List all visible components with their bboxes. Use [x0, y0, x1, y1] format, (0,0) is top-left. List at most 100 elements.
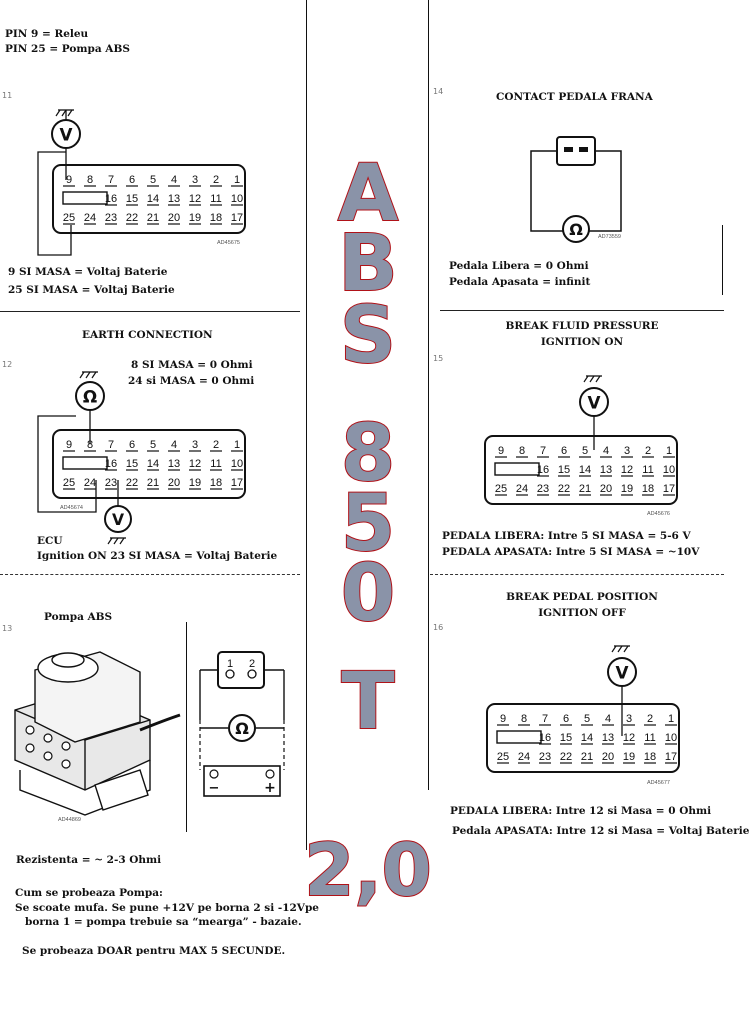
d16-pin-8: 8	[521, 713, 527, 725]
d16-pin-9: 9	[500, 713, 506, 725]
pump-test-warning: Se probeaza DOAR pentru MAX 5 SECUNDE.	[22, 945, 286, 957]
d12-wire	[37, 415, 97, 513]
d12-pin-11: 11	[210, 458, 221, 470]
d11-pin-12: 12	[189, 193, 201, 205]
d16-pin-19: 19	[623, 751, 635, 763]
ecu-label: ECU	[37, 535, 63, 547]
d12-ground-stroke	[107, 537, 113, 545]
ohm-symbol: Ω	[569, 220, 583, 239]
d11-pin-2: 2	[213, 174, 219, 186]
d12-connector-body	[52, 429, 246, 499]
d12-pin-24: 24	[84, 477, 96, 489]
right-separator-2	[430, 574, 724, 575]
d11-pin-19: 19	[189, 212, 201, 224]
d16-pin-2: 2	[647, 713, 653, 725]
d15-meter-symbol: V	[588, 392, 601, 412]
d12-meter-icon	[104, 505, 132, 533]
d12-pin-17: 17	[231, 477, 243, 489]
diagram-number-11: 11	[2, 91, 13, 100]
d11-pin-14: 14	[147, 193, 159, 205]
d11-pin-6: 6	[129, 174, 135, 186]
d12-pin-12: 12	[189, 458, 201, 470]
d16-meter-symbol: V	[616, 662, 629, 682]
pump-test-circuit: 1 2 Ω − +	[199, 651, 285, 797]
d11-ground-stroke	[61, 109, 67, 117]
pedal-position-heading-2: IGNITION OFF	[538, 607, 626, 619]
d11-pin-13: 13	[168, 193, 180, 205]
pump-connector-socket	[94, 769, 149, 811]
brake-switch-diagram: Ω	[530, 136, 622, 243]
d15-pin-10: 10	[663, 464, 675, 476]
banner-letter-b: B	[338, 219, 397, 309]
diagram-number-14: 14	[433, 87, 444, 96]
left-separator-1	[0, 311, 300, 312]
d15-pin-8: 8	[519, 445, 525, 457]
d11-pin-3: 3	[192, 174, 198, 186]
pump-plug-pin-2: 2	[249, 658, 255, 670]
d16-pin-16: 16	[539, 732, 551, 744]
d16-ground-stroke	[623, 645, 629, 653]
diagram-number-13: 13	[2, 624, 13, 633]
d12-ground-stroke	[85, 371, 91, 379]
d15-pin-18: 18	[642, 483, 654, 495]
right-column-divider	[428, 0, 429, 790]
d15-pin-16: 16	[537, 464, 549, 476]
diagram-code-11: AD45675	[217, 240, 240, 246]
d11-pin-21: 21	[147, 212, 159, 224]
d16-pin-14: 14	[581, 732, 593, 744]
d12-pin-16: 16	[105, 458, 117, 470]
d11-pin-23: 23	[105, 212, 117, 224]
d15-pin-15: 15	[558, 464, 570, 476]
d16-pin-21: 21	[581, 751, 593, 763]
d11-ground-stroke	[55, 109, 61, 117]
d15-pin-12: 12	[621, 464, 633, 476]
d16-pin-11: 11	[644, 732, 655, 744]
d12-pin-14: 14	[147, 458, 159, 470]
pump-test-title: Cum se probeaza Pompa:	[15, 887, 163, 899]
d11-pin-16: 16	[105, 193, 117, 205]
d11-pin-22: 22	[126, 212, 138, 224]
d11-pin-17: 17	[231, 212, 243, 224]
right-edge-line	[722, 225, 723, 295]
battery-plus: +	[264, 780, 276, 796]
d16-pin-4: 4	[605, 713, 611, 725]
diagram-code-16: AD45677	[647, 780, 670, 786]
d12-pin-5: 5	[150, 439, 156, 451]
right-separator-1	[440, 310, 724, 311]
d16-ground-stroke	[611, 645, 617, 653]
brake-contact-pressed: Pedala Apasata = infinit	[449, 276, 591, 288]
d11-pin-4: 4	[171, 174, 177, 186]
diagram-number-15: 15	[433, 354, 444, 363]
d12-pin-8: 8	[87, 439, 93, 451]
d16-pin-20: 20	[602, 751, 614, 763]
d16-pin-12: 12	[623, 732, 635, 744]
d11-pin-10: 10	[231, 193, 243, 205]
diagram-code-14: AD73559	[598, 234, 621, 240]
d12-pin-21: 21	[147, 477, 159, 489]
pin-24-note: 24 si MASA = 0 Ohmi	[128, 375, 255, 387]
d12-pin-1: 1	[234, 439, 240, 451]
d11-wire	[37, 151, 72, 256]
d16-pin-5: 5	[584, 713, 590, 725]
abs-banner: A B S 8 5 0 T 2,0	[303, 148, 433, 913]
pin-9-result: 9 SI MASA = Voltaj Baterie	[8, 266, 168, 278]
d15-pin-4: 4	[603, 445, 609, 457]
d15-connector-key	[494, 462, 540, 476]
d11-ground-stroke	[67, 109, 73, 117]
d16-pin-3: 3	[626, 713, 632, 725]
pin-25-result: 25 SI MASA = Voltaj Baterie	[8, 284, 175, 296]
d16-pin-10: 10	[665, 732, 677, 744]
d15-pin-9: 9	[498, 445, 504, 457]
d12-connector-key	[62, 456, 108, 470]
pump-plug-pin-1: 1	[227, 658, 233, 670]
pin-23-result: Ignition ON 23 SI MASA = Voltaj Baterie	[37, 550, 278, 562]
banner-digit-0: 0	[341, 549, 395, 639]
pump-heading: Pompa ABS	[44, 611, 113, 623]
d11-pin-18: 18	[210, 212, 222, 224]
pump-resistance: Rezistenta = ~ 2-3 Ohmi	[16, 854, 162, 866]
d15-pin-22: 22	[558, 483, 570, 495]
d12-pin-19: 19	[189, 477, 201, 489]
d16-connector-key	[496, 730, 542, 744]
ohmmeter-icon	[562, 215, 590, 243]
